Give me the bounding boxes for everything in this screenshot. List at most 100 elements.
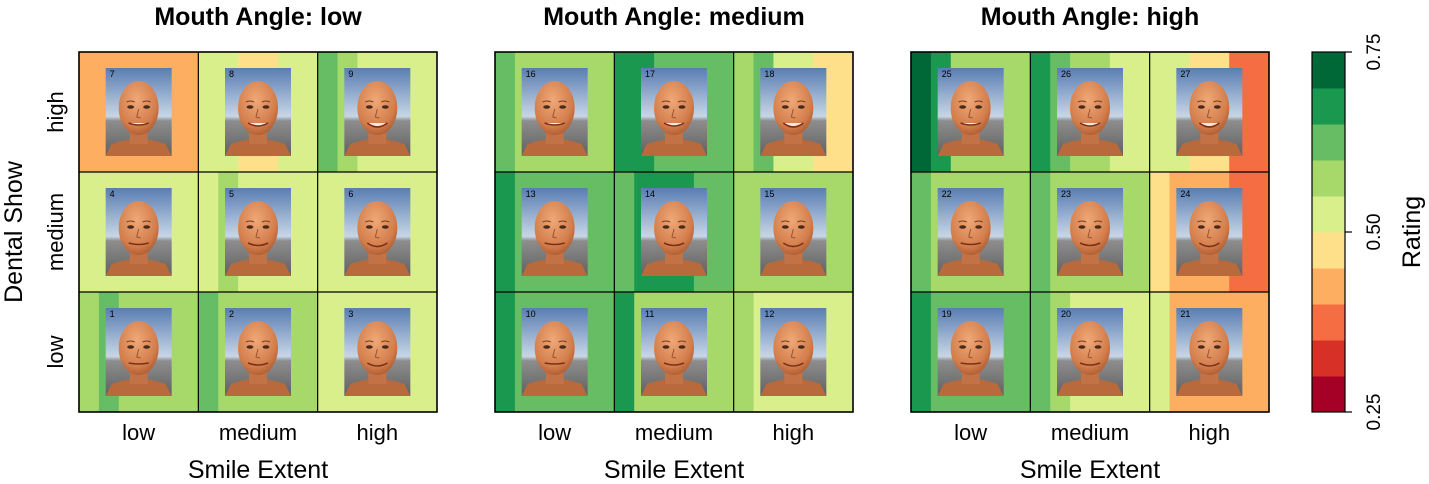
heatmap-cell-band — [198, 292, 219, 412]
face-number: 10 — [526, 309, 536, 319]
y-tick-label: medium — [43, 193, 68, 271]
face-thumbnail: 8 — [225, 68, 291, 156]
panel-title: Mouth Angle: medium — [543, 3, 805, 31]
heatmap-cell-band — [594, 172, 615, 292]
heatmap-cell-band — [1129, 52, 1151, 172]
heatmap-cell-band — [417, 172, 438, 292]
face-thumbnail: 20 — [1057, 308, 1123, 396]
face-thumbnail: 16 — [521, 68, 588, 156]
face-number: 9 — [348, 69, 353, 79]
face-number: 18 — [764, 69, 774, 79]
panel-frame — [494, 51, 854, 413]
heatmap-cell-band — [614, 52, 635, 172]
heatmap-cell-band — [1030, 172, 1051, 292]
heatmap-cell-band — [178, 52, 199, 172]
heatmap-cell-band — [1030, 52, 1051, 172]
colorbar-segment — [1312, 268, 1345, 305]
heatmap-cell-band — [1010, 172, 1031, 292]
face-number: 20 — [1061, 309, 1071, 319]
heatmap-cell-band — [713, 172, 735, 292]
heatmap-cell-band — [317, 172, 339, 292]
face-number: 7 — [110, 69, 115, 79]
face-thumbnail: 19 — [937, 308, 1004, 396]
face-number: 8 — [229, 69, 234, 79]
heatmap-cell-band — [417, 292, 438, 412]
colorbar-segment — [1312, 376, 1345, 413]
heatmap-cell-band — [495, 172, 516, 292]
y-axis-label: Dental Show — [0, 160, 28, 303]
heatmap-cell-band — [1149, 52, 1171, 172]
heatmap-cell-band — [1249, 172, 1270, 292]
heatmap-cell-band — [833, 52, 854, 172]
x-tick-label: high — [357, 420, 399, 445]
heatmap-cell-band — [1129, 292, 1151, 412]
face-number: 2 — [229, 309, 234, 319]
heatmap-cell-band — [317, 52, 339, 172]
colorbar-tick-label: 0.50 — [1364, 214, 1385, 251]
colorbar-segment — [1312, 340, 1345, 377]
face-number: 26 — [1061, 69, 1071, 79]
heatmap-cell-band — [1030, 292, 1051, 412]
face-number: 19 — [942, 309, 952, 319]
face-thumbnail: 2 — [225, 308, 291, 396]
face-number: 6 — [348, 189, 353, 199]
heatmap-cell-band — [297, 172, 319, 292]
heatmap-cell-band — [1010, 52, 1031, 172]
face-number: 17 — [645, 69, 655, 79]
heatmap-cell-band — [1129, 172, 1151, 292]
face-number: 1 — [110, 309, 115, 319]
x-axis-label: Smile Extent — [604, 456, 744, 484]
face-thumbnail: 4 — [105, 188, 172, 276]
face-thumbnail: 13 — [521, 188, 588, 276]
face-thumbnail: 21 — [1176, 308, 1243, 396]
face-number: 11 — [645, 309, 654, 319]
heatmap-cell-band — [713, 292, 735, 412]
heatmap-cell-band — [1249, 52, 1270, 172]
x-tick-label: medium — [1051, 420, 1129, 445]
heatmap-cell-band — [495, 52, 516, 172]
colorbar-segment — [1312, 196, 1345, 233]
heatmap-cell-band — [614, 172, 635, 292]
face-thumbnail: 22 — [937, 188, 1004, 276]
face-thumbnail: 12 — [760, 308, 827, 396]
face-thumbnail: 17 — [641, 68, 707, 156]
heatmap-cell-band — [911, 292, 932, 412]
face-thumbnail: 7 — [105, 68, 172, 156]
face-number: 14 — [645, 189, 655, 199]
face-number: 16 — [526, 69, 536, 79]
colorbar-tick-label: 0.75 — [1364, 34, 1385, 71]
face-number: 4 — [110, 189, 115, 199]
face-thumbnail: 6 — [344, 188, 411, 276]
face-number: 27 — [1180, 69, 1190, 79]
heatmap-cell-band — [594, 292, 615, 412]
face-number: 25 — [942, 69, 952, 79]
heatmap-cell-band — [733, 52, 755, 172]
face-thumbnail: 18 — [760, 68, 827, 156]
heatmap-cell-band — [733, 292, 755, 412]
heatmap-cell-band — [79, 292, 100, 412]
colorbar-segment — [1312, 88, 1345, 125]
heatmap-cell-band — [79, 52, 100, 172]
heatmap-cell-band — [733, 172, 755, 292]
x-tick-label: medium — [635, 420, 713, 445]
colorbar-segment — [1312, 304, 1345, 341]
heatmap-cell-band — [297, 292, 319, 412]
heatmap-cell-band — [1249, 292, 1270, 412]
x-tick-label: medium — [219, 420, 297, 445]
heatmap-cell-band — [713, 52, 735, 172]
face-number: 21 — [1180, 309, 1190, 319]
heatmap-cell-band — [833, 292, 854, 412]
face-thumbnail: 15 — [760, 188, 827, 276]
x-axis-label: Smile Extent — [1020, 456, 1160, 484]
colorbar-segment — [1312, 124, 1345, 161]
heatmap-cell-band — [178, 292, 199, 412]
face-thumbnail: 5 — [225, 188, 291, 276]
face-thumbnail: 14 — [641, 188, 707, 276]
heatmap-cell-band — [417, 52, 438, 172]
heatmap-cell-band — [317, 292, 339, 412]
heatmap-cell-band — [495, 292, 516, 412]
face-thumbnail: 3 — [344, 308, 411, 396]
heatmap-cell-band — [911, 52, 932, 172]
heatmap-cell-band — [911, 172, 932, 292]
